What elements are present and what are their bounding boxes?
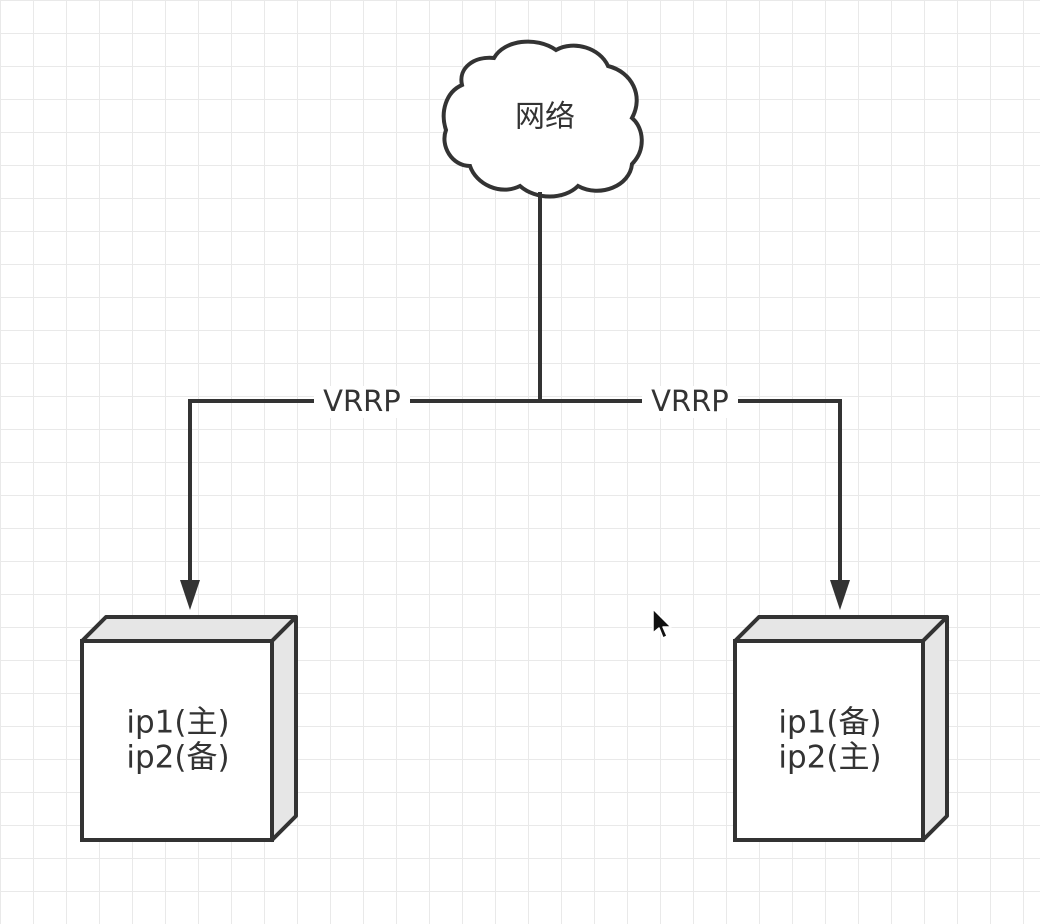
node-left-line1: ip1(主)	[126, 705, 229, 741]
node-right[interactable]: ip1(备) ip2(主)	[733, 615, 949, 842]
node-left[interactable]: ip1(主) ip2(备)	[80, 615, 298, 842]
node-left-line2: ip2(备)	[126, 740, 229, 776]
node-right-line1: ip1(备)	[778, 705, 881, 741]
edge-label-right-group: VRRP	[642, 384, 738, 418]
node-right-line2: ip2(主)	[778, 740, 881, 776]
arrowhead-right	[830, 580, 850, 610]
node-left-face	[80, 639, 274, 842]
connectors	[180, 192, 850, 610]
cloud-label: 网络	[515, 100, 575, 135]
edge-label-left-group: VRRP	[314, 384, 410, 418]
edge-label-right: VRRP	[651, 384, 729, 418]
network-cloud[interactable]: 网络	[441, 39, 644, 199]
node-right-face	[733, 639, 925, 842]
edge-label-left: VRRP	[323, 384, 401, 418]
arrowhead-left	[180, 580, 200, 610]
mouse-pointer-icon	[652, 608, 672, 639]
connector-left[interactable]	[188, 399, 540, 585]
node-right-top	[733, 615, 949, 643]
node-left-top	[80, 615, 298, 643]
node-left-side	[270, 615, 298, 842]
connector-right[interactable]	[540, 399, 842, 585]
node-right-side	[921, 615, 949, 842]
